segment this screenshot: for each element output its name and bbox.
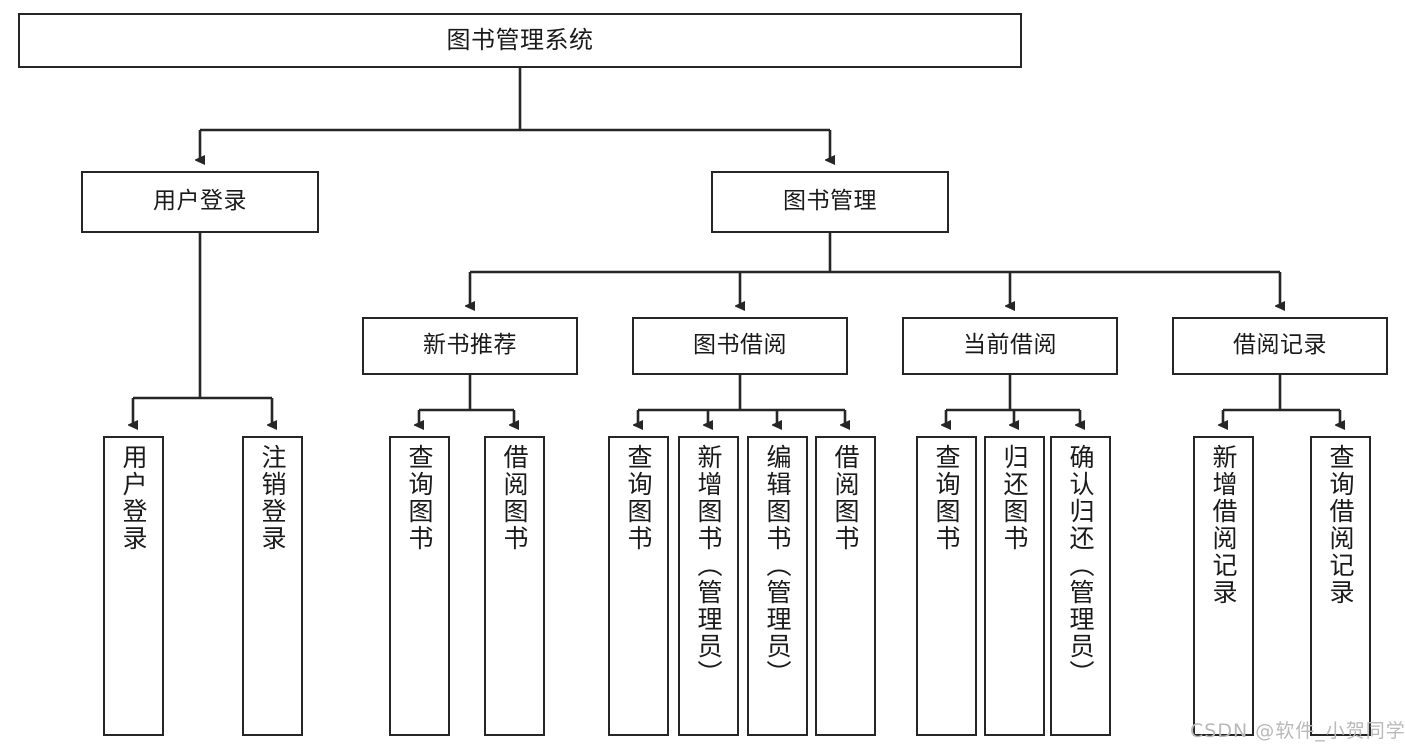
node-borrow-record-label: 借阅记录 xyxy=(1233,332,1327,359)
node-borrow-record[interactable]: 借阅记录 xyxy=(1172,317,1388,375)
node-leaf-edit-book-admin-label: 编辑图书（管理员） xyxy=(763,444,792,687)
csdn-watermark: CSDN @软件_小贺同学 xyxy=(1190,720,1405,742)
node-leaf-return-book-label: 归还图书 xyxy=(1000,444,1029,552)
node-new-book-recommend-label: 新书推荐 xyxy=(423,332,517,359)
node-leaf-borrow-book-1[interactable]: 借阅图书 xyxy=(484,436,545,736)
node-leaf-query-borrow-record[interactable]: 查询借阅记录 xyxy=(1310,436,1371,736)
node-user-login-label: 用户登录 xyxy=(153,188,247,215)
node-leaf-borrow-book-1-label: 借阅图书 xyxy=(500,444,529,552)
node-user-login[interactable]: 用户登录 xyxy=(81,171,319,233)
node-book-borrow[interactable]: 图书借阅 xyxy=(632,317,848,375)
node-book-borrow-label: 图书借阅 xyxy=(693,332,787,359)
node-leaf-borrow-book-2[interactable]: 借阅图书 xyxy=(815,436,876,736)
node-leaf-query-book-3[interactable]: 查询图书 xyxy=(916,436,977,736)
node-new-book-recommend[interactable]: 新书推荐 xyxy=(362,317,578,375)
node-leaf-add-book-admin-label: 新增图书（管理员） xyxy=(694,444,723,687)
node-leaf-edit-book-admin[interactable]: 编辑图书（管理员） xyxy=(747,436,808,736)
node-leaf-query-borrow-record-label: 查询借阅记录 xyxy=(1326,444,1355,606)
node-leaf-query-book-2-label: 查询图书 xyxy=(624,444,653,552)
node-leaf-return-book[interactable]: 归还图书 xyxy=(984,436,1045,736)
node-leaf-add-borrow-record-label: 新增借阅记录 xyxy=(1209,444,1238,606)
node-leaf-confirm-return-admin[interactable]: 确认归还（管理员） xyxy=(1050,436,1111,736)
node-leaf-logout[interactable]: 注销登录 xyxy=(242,436,303,736)
node-current-borrow-label: 当前借阅 xyxy=(963,332,1057,359)
node-book-manage-label: 图书管理 xyxy=(783,188,877,215)
node-leaf-user-login[interactable]: 用户登录 xyxy=(103,436,164,736)
node-root-label: 图书管理系统 xyxy=(446,26,594,55)
node-leaf-borrow-book-2-label: 借阅图书 xyxy=(831,444,860,552)
node-leaf-add-book-admin[interactable]: 新增图书（管理员） xyxy=(678,436,739,736)
node-root[interactable]: 图书管理系统 xyxy=(18,13,1022,68)
node-leaf-query-book-1-label: 查询图书 xyxy=(405,444,434,552)
node-current-borrow[interactable]: 当前借阅 xyxy=(902,317,1118,375)
node-leaf-user-login-label: 用户登录 xyxy=(119,444,148,552)
node-book-manage[interactable]: 图书管理 xyxy=(711,171,949,233)
node-leaf-logout-label: 注销登录 xyxy=(258,444,287,552)
node-leaf-confirm-return-admin-label: 确认归还（管理员） xyxy=(1066,444,1095,687)
node-leaf-query-book-3-label: 查询图书 xyxy=(932,444,961,552)
node-leaf-query-book-2[interactable]: 查询图书 xyxy=(608,436,669,736)
node-leaf-add-borrow-record[interactable]: 新增借阅记录 xyxy=(1193,436,1254,736)
node-leaf-query-book-1[interactable]: 查询图书 xyxy=(389,436,450,736)
